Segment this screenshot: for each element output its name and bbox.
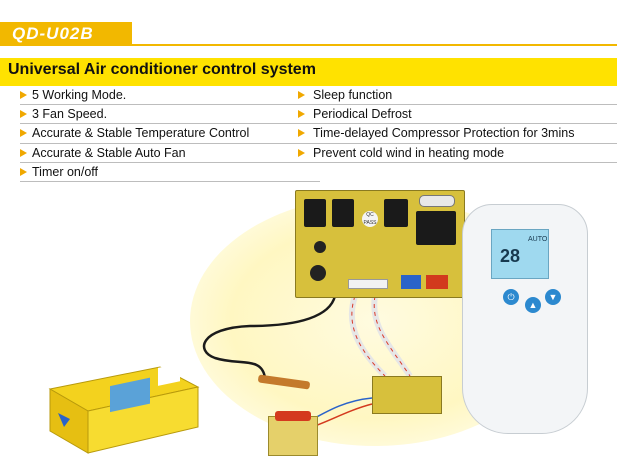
fuse [419, 195, 455, 207]
controller-board: QC PASS [295, 190, 465, 298]
feature-item: Accurate & Stable Temperature Control [32, 126, 250, 141]
capacitor [310, 265, 326, 281]
wire-connector [348, 279, 388, 289]
relay [304, 199, 326, 227]
display-board [372, 376, 442, 414]
feature-item: Sleep function [313, 88, 393, 102]
arrow-down-icon: ▼ [545, 289, 561, 305]
transformer-coil [275, 411, 311, 421]
feature-item: 3 Fan Speed. [32, 107, 108, 122]
remote-mode: AUTO [528, 236, 548, 243]
feature-item: Periodical Defrost [313, 107, 412, 122]
bullet-arrow-icon [20, 148, 27, 157]
bullet-arrow-icon [298, 91, 305, 99]
bullet-arrow-icon [20, 91, 27, 99]
relay [416, 211, 456, 245]
model-code: QD-U02B [12, 24, 94, 43]
bullet-arrow-icon [298, 129, 305, 138]
feature-list: 5 Working Mode. Sleep function 3 Fan Spe… [20, 86, 617, 182]
qc-stamp: QC PASS [362, 211, 378, 227]
feature-item: Accurate & Stable Auto Fan [32, 145, 186, 160]
relay [332, 199, 354, 227]
feature-item: Time-delayed Compressor Protection for 3… [313, 126, 575, 141]
model-underline [132, 44, 617, 46]
terminal-block [426, 275, 448, 289]
feature-row: Accurate & Stable Auto Fan Prevent cold … [20, 144, 617, 163]
remote-control: AUTO 28 ⏻ ▲ ▼ [462, 204, 588, 434]
feature-row: Accurate & Stable Temperature Control Ti… [20, 124, 617, 144]
model-header: QD-U02B [0, 22, 617, 48]
feature-row: Timer on/off [20, 163, 320, 182]
bullet-arrow-icon [20, 167, 27, 176]
bullet-arrow-icon [298, 110, 305, 119]
product-photo: QC PASS AUTO 28 ⏻ ▲ ▼ [0, 186, 617, 472]
relay [384, 199, 408, 227]
feature-item: 5 Working Mode. [32, 88, 127, 102]
feature-item: Timer on/off [32, 164, 98, 179]
bullet-arrow-icon [20, 110, 27, 119]
bullet-arrow-icon [298, 148, 305, 157]
package-box [48, 363, 200, 454]
feature-row: 5 Working Mode. Sleep function [20, 86, 617, 106]
terminal-block [401, 275, 421, 289]
remote-lcd: AUTO 28 [491, 229, 549, 279]
arrow-up-icon: ▲ [525, 297, 541, 313]
feature-item: Prevent cold wind in heating mode [313, 145, 505, 160]
capacitor [314, 241, 326, 253]
title-bar: Universal Air conditioner control system [0, 58, 617, 86]
transformer [268, 411, 318, 456]
power-icon: ⏻ [503, 289, 519, 305]
model-tag: QD-U02B [0, 22, 132, 46]
page-title: Universal Air conditioner control system [8, 61, 316, 78]
bullet-arrow-icon [20, 129, 27, 138]
remote-temperature: 28 [500, 246, 521, 266]
wiring-illustration [203, 295, 413, 432]
feature-row: 3 Fan Speed. Periodical Defrost [20, 105, 617, 125]
